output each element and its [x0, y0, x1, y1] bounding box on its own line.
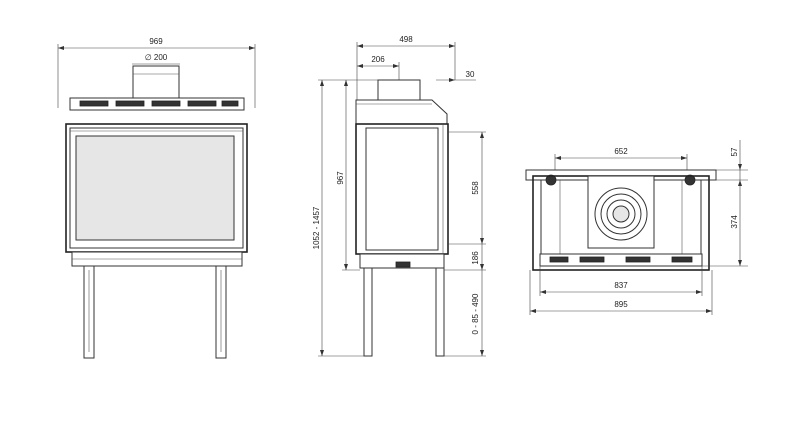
- flue-outlet-inner: [612, 205, 630, 223]
- total-height-label: 1052 - 1457: [312, 206, 321, 249]
- top-depth-dimension: 374: [702, 180, 748, 267]
- rear-offset-dimension: 30: [436, 70, 476, 82]
- front-width-label: 969: [149, 37, 163, 46]
- body-height-label: 967: [336, 171, 345, 185]
- flue-diameter-label: ∅ 200: [145, 53, 168, 62]
- top-view: 652 57: [525, 140, 748, 315]
- side-leg-rear: [435, 267, 445, 357]
- body-height-dimension: 967: [336, 80, 360, 271]
- rear-offset-label: 30: [466, 70, 475, 79]
- outer-width-label: 895: [614, 300, 628, 309]
- side-base: [359, 253, 445, 269]
- front-flue-collar: [132, 65, 180, 99]
- front-width-dimension: 969: [57, 37, 256, 108]
- front-view: 969 ∅ 200: [57, 37, 256, 359]
- side-leg-front: [363, 267, 373, 357]
- side-top-hood: [355, 99, 448, 125]
- side-body: [355, 123, 449, 255]
- flue-outlet-outer: [594, 187, 648, 241]
- front-glass-door: [75, 135, 235, 241]
- side-flue-collar: [377, 79, 421, 101]
- flue-offset-label: 206: [371, 55, 385, 64]
- flue-diameter-dimension: ∅ 200: [132, 53, 180, 65]
- outer-width-dimension: 895: [529, 270, 713, 315]
- leg-range-label: 0 - 85 - 490: [471, 293, 480, 334]
- side-depth-dimension: 498: [356, 35, 456, 100]
- leg-range-dimension: 0 - 85 - 490: [444, 270, 486, 357]
- inner-width-label: 837: [614, 281, 628, 290]
- flue-offset-dimension: 206: [357, 55, 400, 80]
- top-offset-label: 57: [730, 147, 739, 156]
- base-height-dimension: 186: [444, 244, 486, 271]
- flue-center-height-dimension: 558: [447, 131, 486, 245]
- top-depth-label: 374: [730, 215, 739, 229]
- total-height-dimension: 1052 - 1457: [312, 79, 378, 357]
- inner-width-dimension: 837: [539, 266, 703, 296]
- side-depth-label: 498: [399, 35, 413, 44]
- side-view: 498 206 30: [312, 35, 486, 357]
- bracket-spacing-label: 652: [614, 147, 628, 156]
- flue-center-height-label: 558: [471, 181, 480, 195]
- base-height-label: 186: [471, 251, 480, 265]
